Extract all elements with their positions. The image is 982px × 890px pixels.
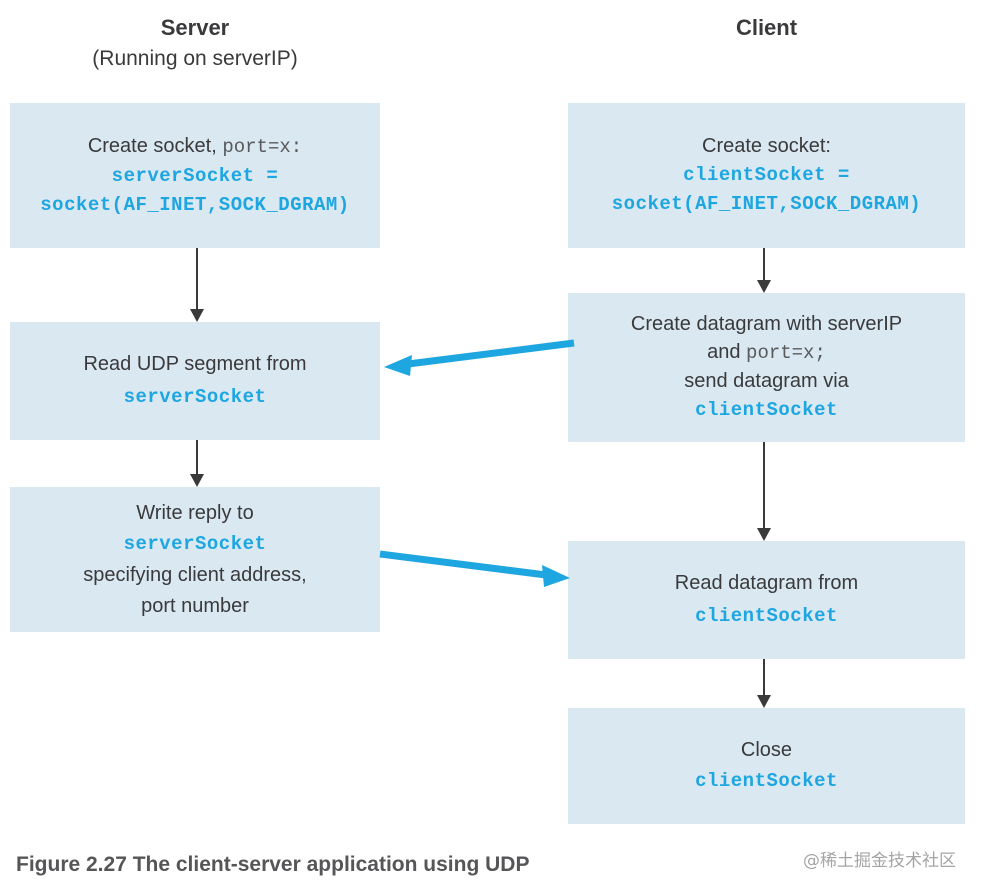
box-code-line: clientSocket [695, 605, 838, 627]
watermark-text: @稀土掘金技术社区 [803, 851, 956, 871]
down-arrow-icon [757, 659, 771, 708]
message-arrow-server-to-client-icon [379, 550, 570, 587]
box-text-line: specifying client address, [83, 563, 307, 586]
client-column-header: Client [568, 13, 965, 43]
box-text-line: Write reply to [136, 501, 254, 524]
box-text-line: Read datagram from [674, 572, 859, 594]
client-box-read-datagram: Read datagram from clientSocket [568, 541, 965, 659]
box-code-inline: port=x; [746, 341, 826, 364]
box-text-line: send datagram via [684, 369, 849, 392]
down-arrow-icon [190, 248, 204, 322]
box-code-line: serverSocket [123, 532, 267, 555]
box-code-line: serverSocket = [111, 164, 279, 187]
client-title: Client [735, 15, 798, 40]
down-arrow-icon [757, 248, 771, 293]
box-code-line: clientSocket = [683, 164, 850, 186]
box-text-line: port number [141, 594, 249, 617]
box-text-line: Close [740, 739, 793, 761]
box-text-line: Create socket, port=x: [88, 132, 302, 162]
server-box-write-reply: Write reply to serverSocket specifying c… [10, 487, 380, 632]
figure-caption: Figure 2.27 The client-server applicatio… [16, 853, 530, 876]
server-box-create-socket: Create socket, port=x: serverSocket = so… [10, 103, 380, 248]
box-text-line: and port=x; [707, 338, 826, 367]
down-arrow-icon [190, 440, 204, 487]
server-box-read-segment: Read UDP segment from serverSocket [10, 322, 380, 440]
box-code-line: socket(AF_INET,SOCK_DGRAM) [611, 193, 922, 215]
box-code-inline: port=x: [222, 135, 303, 158]
box-text: Create socket, [87, 134, 223, 157]
box-text-line: Create datagram with serverIP [630, 312, 903, 335]
client-box-create-datagram: Create datagram with serverIP and port=x… [568, 293, 965, 442]
box-text-line: Read UDP segment from [83, 353, 307, 375]
box-code-line: serverSocket [123, 386, 267, 408]
client-box-close: Close clientSocket [568, 708, 965, 824]
server-column-header: Server (Running on serverIP) [10, 13, 380, 75]
server-title: Server [160, 15, 230, 40]
server-subtitle: (Running on serverIP) [92, 47, 298, 70]
down-arrow-icon [757, 442, 771, 541]
client-box-create-socket: Create socket: clientSocket = socket(AF_… [568, 103, 965, 248]
box-code-line: socket(AF_INET,SOCK_DGRAM) [40, 193, 350, 216]
box-code-line: clientSocket [695, 398, 838, 421]
box-text-line: Create socket: [702, 135, 831, 157]
box-code-line: clientSocket [695, 770, 838, 792]
box-text: and [707, 340, 747, 363]
message-arrow-client-to-server-icon [384, 339, 575, 376]
